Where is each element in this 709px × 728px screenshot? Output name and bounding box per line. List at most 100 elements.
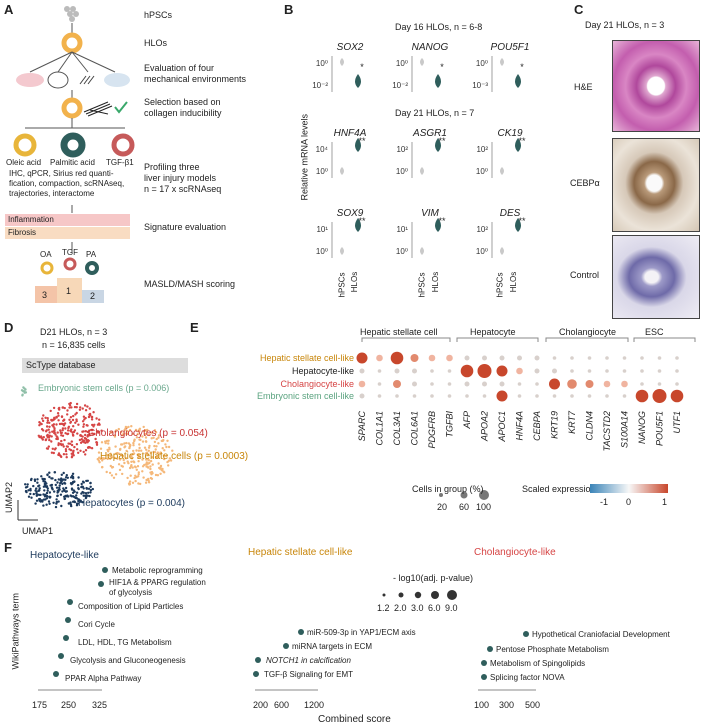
umap-point-cholangiocyte [47, 428, 50, 431]
umap-point-cholangiocyte [46, 419, 50, 422]
b-ytick: 10⁰ [396, 247, 408, 256]
umap-point-hsc [121, 454, 125, 458]
e-dot-APOC1 [499, 381, 505, 387]
umap-point-hsc [129, 444, 132, 447]
umap-point-cholangiocyte [70, 456, 74, 459]
umap-point-hsc [98, 461, 101, 464]
umap-point-cholangiocyte [73, 429, 77, 432]
umap-point-cholangiocyte [69, 420, 73, 424]
e-size-dot [479, 490, 489, 500]
umap-point-cholangiocyte [52, 451, 55, 455]
umap-point-hsc [161, 439, 164, 443]
umap-point-hsc [131, 466, 134, 469]
podium-tgf: TGF [62, 248, 78, 257]
umap-point-hsc [132, 441, 135, 445]
umap-point-hsc [169, 459, 173, 462]
umap-point-hsc [125, 449, 128, 453]
umap-point-hepatocyte [48, 475, 51, 479]
f-term-hsc-3: TGF-β Signaling for EMT [264, 670, 354, 679]
e-dot-AFP [464, 381, 470, 387]
methods-text: IHC, qPCR, Sirius red quanti-fication, c… [9, 169, 125, 198]
umap-point-hepatocyte [71, 477, 75, 480]
umap-point-cholangiocyte [100, 429, 103, 432]
b-gene-SOX9: SOX9 [337, 208, 364, 219]
palmitic-acid-icon [60, 132, 86, 158]
umap-point-cholangiocyte [86, 434, 90, 437]
umap-point-cholangiocyte [80, 438, 84, 441]
umap-point-hsc [150, 431, 153, 434]
b-ytick: 10⁰ [316, 59, 328, 68]
umap-point-hepatocyte [45, 503, 48, 506]
f-dot-chol [481, 674, 487, 680]
umap-point-hepatocyte [35, 487, 38, 490]
umap-point-cholangiocyte [68, 402, 71, 406]
umap-point-hepatocyte [89, 491, 92, 494]
e-dot-COL1A1 [377, 369, 382, 373]
umap-point-hsc [150, 437, 153, 440]
c-title: Day 21 HLOs, n = 3 [585, 20, 665, 30]
b-significance: ** [438, 136, 446, 146]
b-ytick: 10⁰ [476, 247, 488, 256]
umap-point-hsc [100, 441, 104, 444]
umap-point-hepatocyte [67, 495, 70, 498]
umap-point-hsc [134, 479, 137, 483]
he-image [612, 40, 700, 132]
umap-point-cholangiocyte [88, 413, 91, 416]
b-gene-HNF4A: HNF4A [334, 128, 367, 139]
umap-point-cholangiocyte [75, 418, 78, 421]
umap-point-cholangiocyte [46, 447, 50, 450]
umap-point-hepatocyte [49, 484, 52, 487]
b-violin-hlo [355, 138, 361, 152]
umap-point-hepatocyte [69, 476, 73, 479]
b-significance: * [440, 62, 444, 72]
umap-point-hsc [120, 464, 123, 468]
f-xlabel: Combined score [318, 714, 391, 725]
f-dot-hsc [255, 657, 261, 663]
umap-point-hepatocyte [52, 501, 55, 504]
umap-point-hsc [107, 442, 110, 445]
umap-point-hsc [101, 459, 104, 462]
e-dot-AFP [464, 355, 470, 361]
umap-point-hsc [149, 451, 152, 455]
umap-point-cholangiocyte [81, 407, 84, 410]
umap-point-hsc [145, 440, 148, 443]
e-dot-COL6A1 [410, 354, 419, 362]
umap-point-hsc [148, 444, 151, 448]
umap-point-hepatocyte [48, 491, 52, 494]
umap-point-hsc [168, 457, 172, 460]
b-gene-NANOG: NANOG [412, 42, 449, 53]
umap-point-hepatocyte [57, 500, 60, 503]
panel-label-d: D [4, 320, 14, 335]
umap-point-hepatocyte [89, 481, 92, 485]
umap-point-hepatocyte [37, 485, 40, 488]
umap-point-hsc [155, 437, 158, 441]
umap-point-cholangiocyte [84, 433, 87, 437]
f-tick-hep-1: 250 [61, 700, 77, 710]
umap-point-hepatocyte [77, 476, 80, 479]
b-ytick: 10⁰ [396, 59, 408, 68]
umap-point-cholangiocyte [56, 437, 59, 441]
sig-inflammation: Inflammation [8, 215, 54, 224]
umap-point-cholangiocyte [88, 407, 92, 410]
e-dot-KRT7 [570, 356, 574, 360]
umap-point-hsc [126, 476, 129, 480]
umap-point-hepatocyte [37, 489, 41, 492]
b-ytick: 10⁴ [316, 145, 329, 154]
umap-point-esc [21, 393, 24, 396]
umap-point-hsc [147, 462, 150, 465]
f-dot-hep [98, 581, 104, 587]
umap-point-cholangiocyte [38, 424, 41, 427]
umap-point-hsc [128, 466, 132, 470]
umap-point-hsc [107, 450, 110, 453]
umap-point-cholangiocyte [56, 412, 60, 415]
e-dot-S100A14 [622, 369, 627, 373]
b-ytick: 10¹ [396, 225, 408, 234]
umap-point-hepatocyte [44, 484, 47, 487]
umap-point-cholangiocyte [70, 428, 73, 431]
umap-point-hsc [123, 442, 126, 445]
f-title-hsc: Hepatic stellate cell-like [248, 547, 353, 558]
umap-point-hepatocyte [58, 486, 61, 489]
e-dot-CEBPA [534, 368, 540, 374]
rank-3: 3 [42, 290, 48, 300]
umap-point-hepatocyte [59, 493, 63, 496]
